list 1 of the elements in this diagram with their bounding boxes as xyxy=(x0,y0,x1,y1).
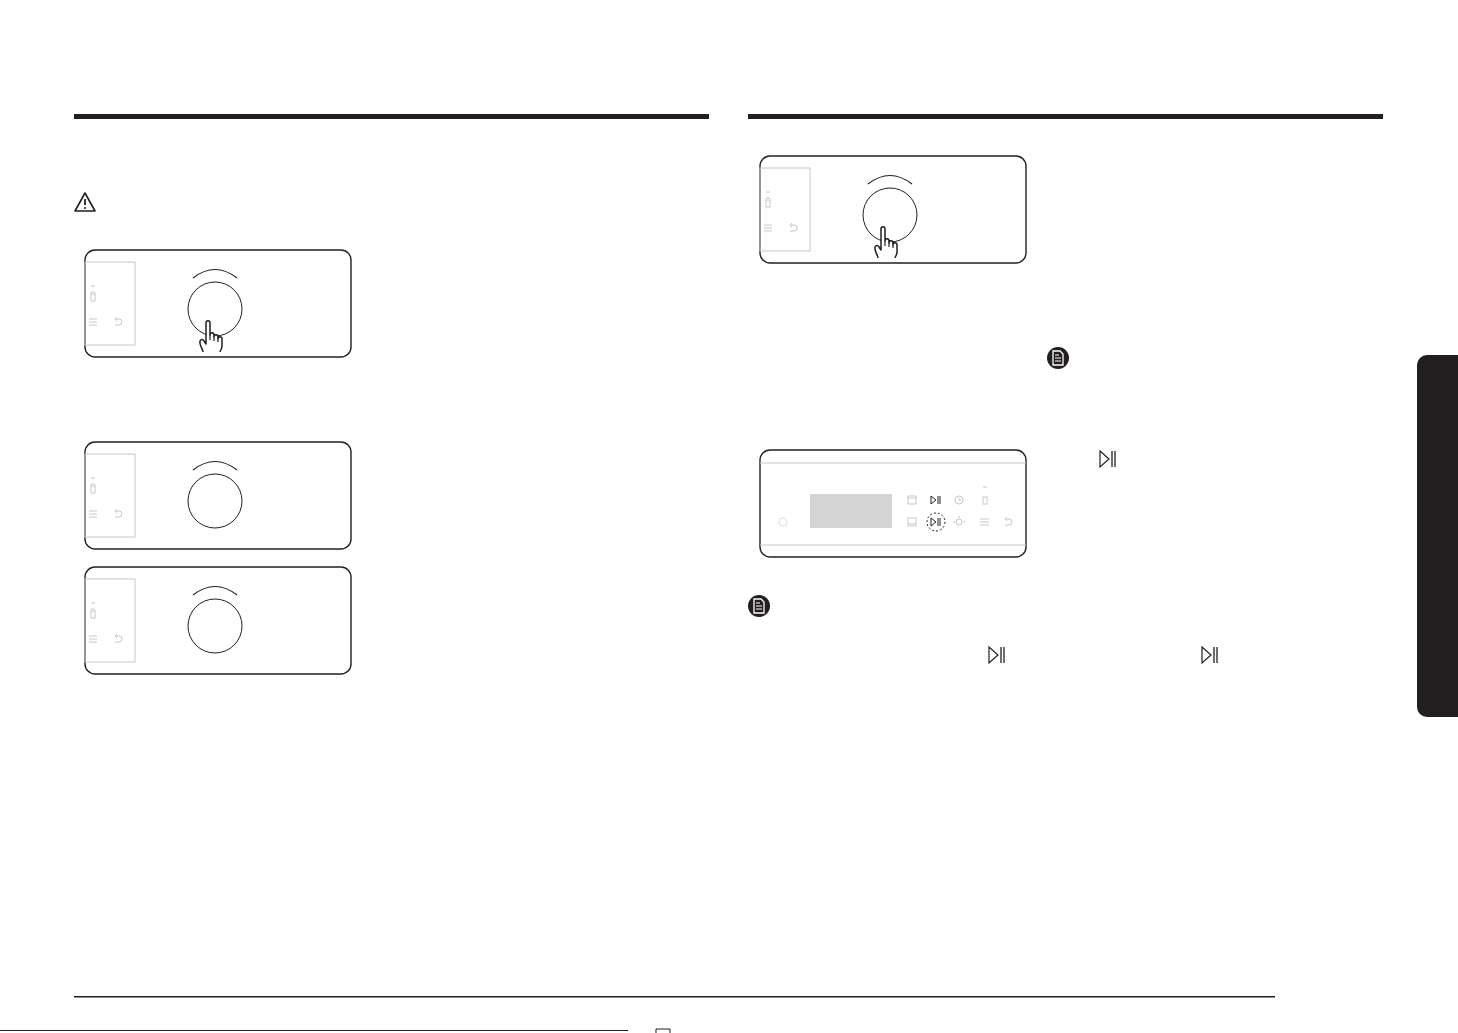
section-tab xyxy=(1417,355,1458,717)
